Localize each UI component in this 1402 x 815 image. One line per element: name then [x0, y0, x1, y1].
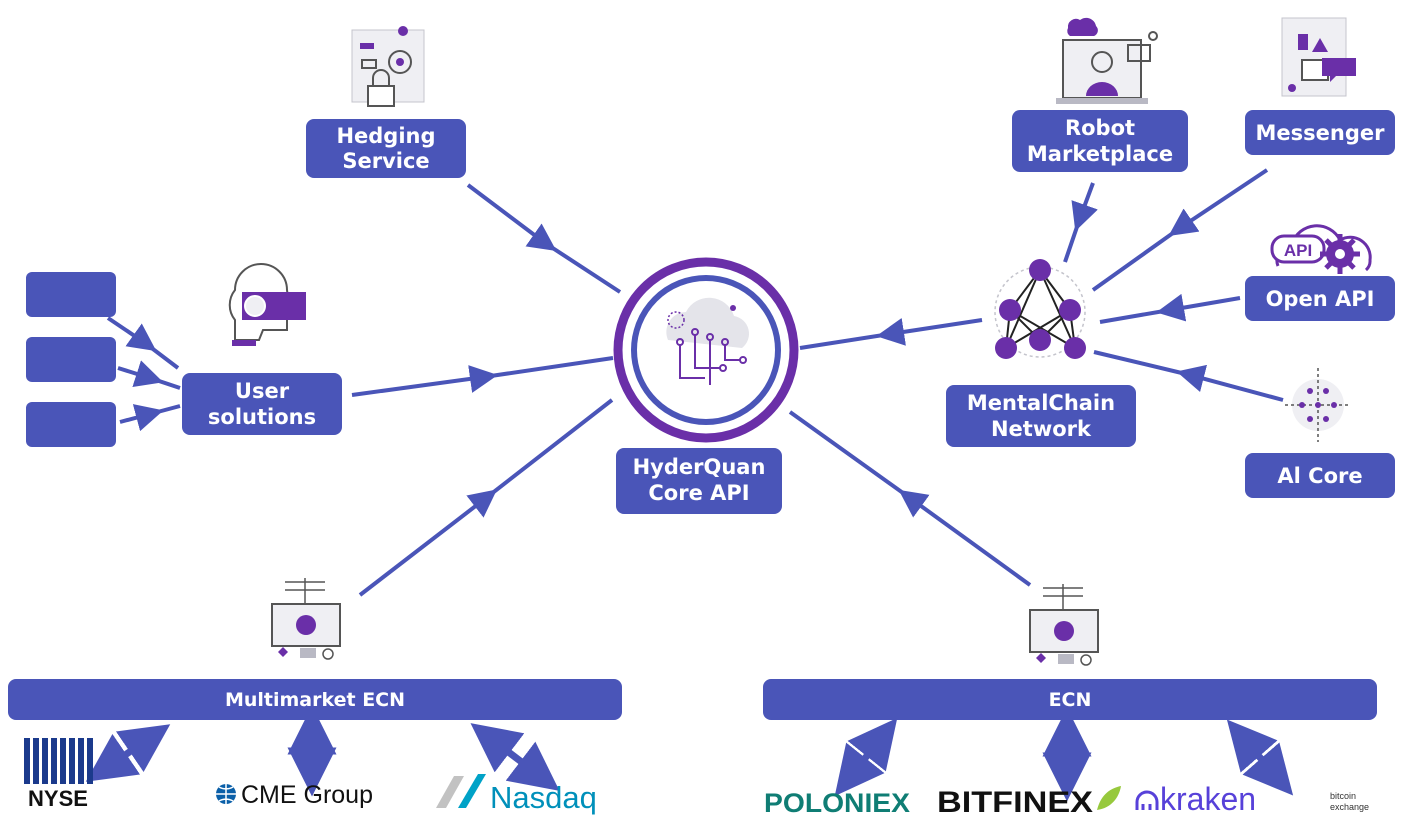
open-api-node[interactable]: Open API — [1245, 276, 1395, 321]
arrow-ecn-to-core — [788, 410, 1032, 587]
arrow-box1-to-user — [106, 316, 180, 370]
svg-text:Hedging: Hedging — [336, 124, 435, 148]
robot-marketplace-node[interactable]: Robot Marketplace — [1012, 110, 1188, 172]
server-monitor-icon — [1029, 584, 1099, 666]
svg-text:Al Core: Al Core — [1277, 464, 1362, 488]
svg-text:NYSE: NYSE — [28, 786, 88, 811]
cme-group-logo: CME Group — [216, 781, 373, 809]
ecn-bar[interactable]: ECN — [763, 679, 1377, 720]
multimarket-ecn-bar[interactable]: Multimarket ECN — [8, 679, 622, 720]
neural-network-icon — [994, 259, 1086, 359]
svg-text:Messenger: Messenger — [1256, 121, 1386, 145]
poloniex-logo: POLONIEX — [764, 788, 910, 815]
svg-text:BITFINEX: BITFINEX — [937, 786, 1093, 815]
arrow-mentalchain-to-core — [799, 318, 983, 350]
svg-text:POLONIEX: POLONIEX — [764, 788, 910, 815]
arrow-messenger-to-mentalchain — [1091, 168, 1269, 292]
svg-text:Service: Service — [342, 149, 429, 173]
svg-text:Robot: Robot — [1065, 116, 1135, 140]
svg-text:HyderQuan: HyderQuan — [633, 455, 766, 479]
arrow-nasdaq — [470, 723, 560, 791]
svg-text:API: API — [1284, 241, 1312, 260]
svg-text:CME Group: CME Group — [241, 781, 373, 809]
svg-text:kraken: kraken — [1160, 781, 1256, 815]
nasdaq-logo: Nasdaq — [436, 774, 597, 815]
arrow-box2-to-user — [117, 360, 181, 390]
arrow-nyse — [85, 724, 171, 782]
arrow-hedging-to-core — [466, 183, 622, 294]
svg-text:Marketplace: Marketplace — [1027, 142, 1173, 166]
client-box-3[interactable] — [26, 402, 116, 447]
svg-text:User: User — [235, 379, 290, 403]
messenger-icon — [1281, 17, 1356, 97]
svg-text:ECN: ECN — [1049, 689, 1092, 711]
ai-core-node[interactable]: Al Core — [1245, 453, 1395, 498]
svg-text:solutions: solutions — [208, 405, 316, 429]
arrow-user-to-core — [351, 356, 614, 397]
kraken-logo: kraken bitcoin exchange — [1135, 781, 1369, 815]
bitfinex-logo: BITFINEX — [937, 786, 1121, 815]
ai-chip-icon — [1285, 368, 1351, 442]
exchange-arrows — [85, 705, 1294, 802]
core-node[interactable] — [613, 257, 799, 443]
svg-text:Nasdaq: Nasdaq — [490, 780, 597, 815]
user-head-icon — [228, 263, 306, 346]
api-cloud-gear-icon: API — [1270, 224, 1372, 274]
svg-text:Open API: Open API — [1266, 287, 1375, 311]
safe-lock-icon — [351, 26, 425, 107]
svg-text:Network: Network — [991, 417, 1092, 441]
client-box-1[interactable] — [26, 272, 116, 317]
nyse-logo: NYSE — [24, 738, 93, 811]
svg-text:MentalChain: MentalChain — [967, 391, 1115, 415]
svg-text:Core API: Core API — [648, 481, 749, 505]
hedging-service-node[interactable]: Hedging Service — [306, 119, 466, 178]
arrow-poloniex — [834, 717, 898, 797]
cloud-circuit-icon — [666, 297, 750, 385]
arrow-kraken — [1226, 719, 1294, 796]
arrow-robot-to-mentalchain — [1063, 182, 1098, 263]
mentalchain-node[interactable]: MentalChain Network — [946, 385, 1136, 447]
robot-marketplace-icon — [1056, 17, 1158, 104]
arrow-openapi-to-mentalchain — [1099, 293, 1241, 324]
messenger-node[interactable]: Messenger — [1245, 110, 1395, 155]
svg-text:exchange: exchange — [1330, 802, 1369, 812]
user-solutions-node[interactable]: User solutions — [182, 373, 342, 435]
svg-text:bitcoin: bitcoin — [1330, 791, 1356, 801]
arrow-multimarket-to-core — [358, 398, 614, 597]
arrow-box3-to-user — [119, 404, 181, 432]
core-label: HyderQuan Core API — [616, 448, 782, 514]
arrow-aicore-to-mentalchain — [1093, 350, 1284, 402]
connectors — [106, 168, 1284, 597]
svg-text:Multimarket ECN: Multimarket ECN — [225, 689, 405, 711]
server-monitor-icon — [271, 578, 341, 660]
client-box-2[interactable] — [26, 337, 116, 382]
